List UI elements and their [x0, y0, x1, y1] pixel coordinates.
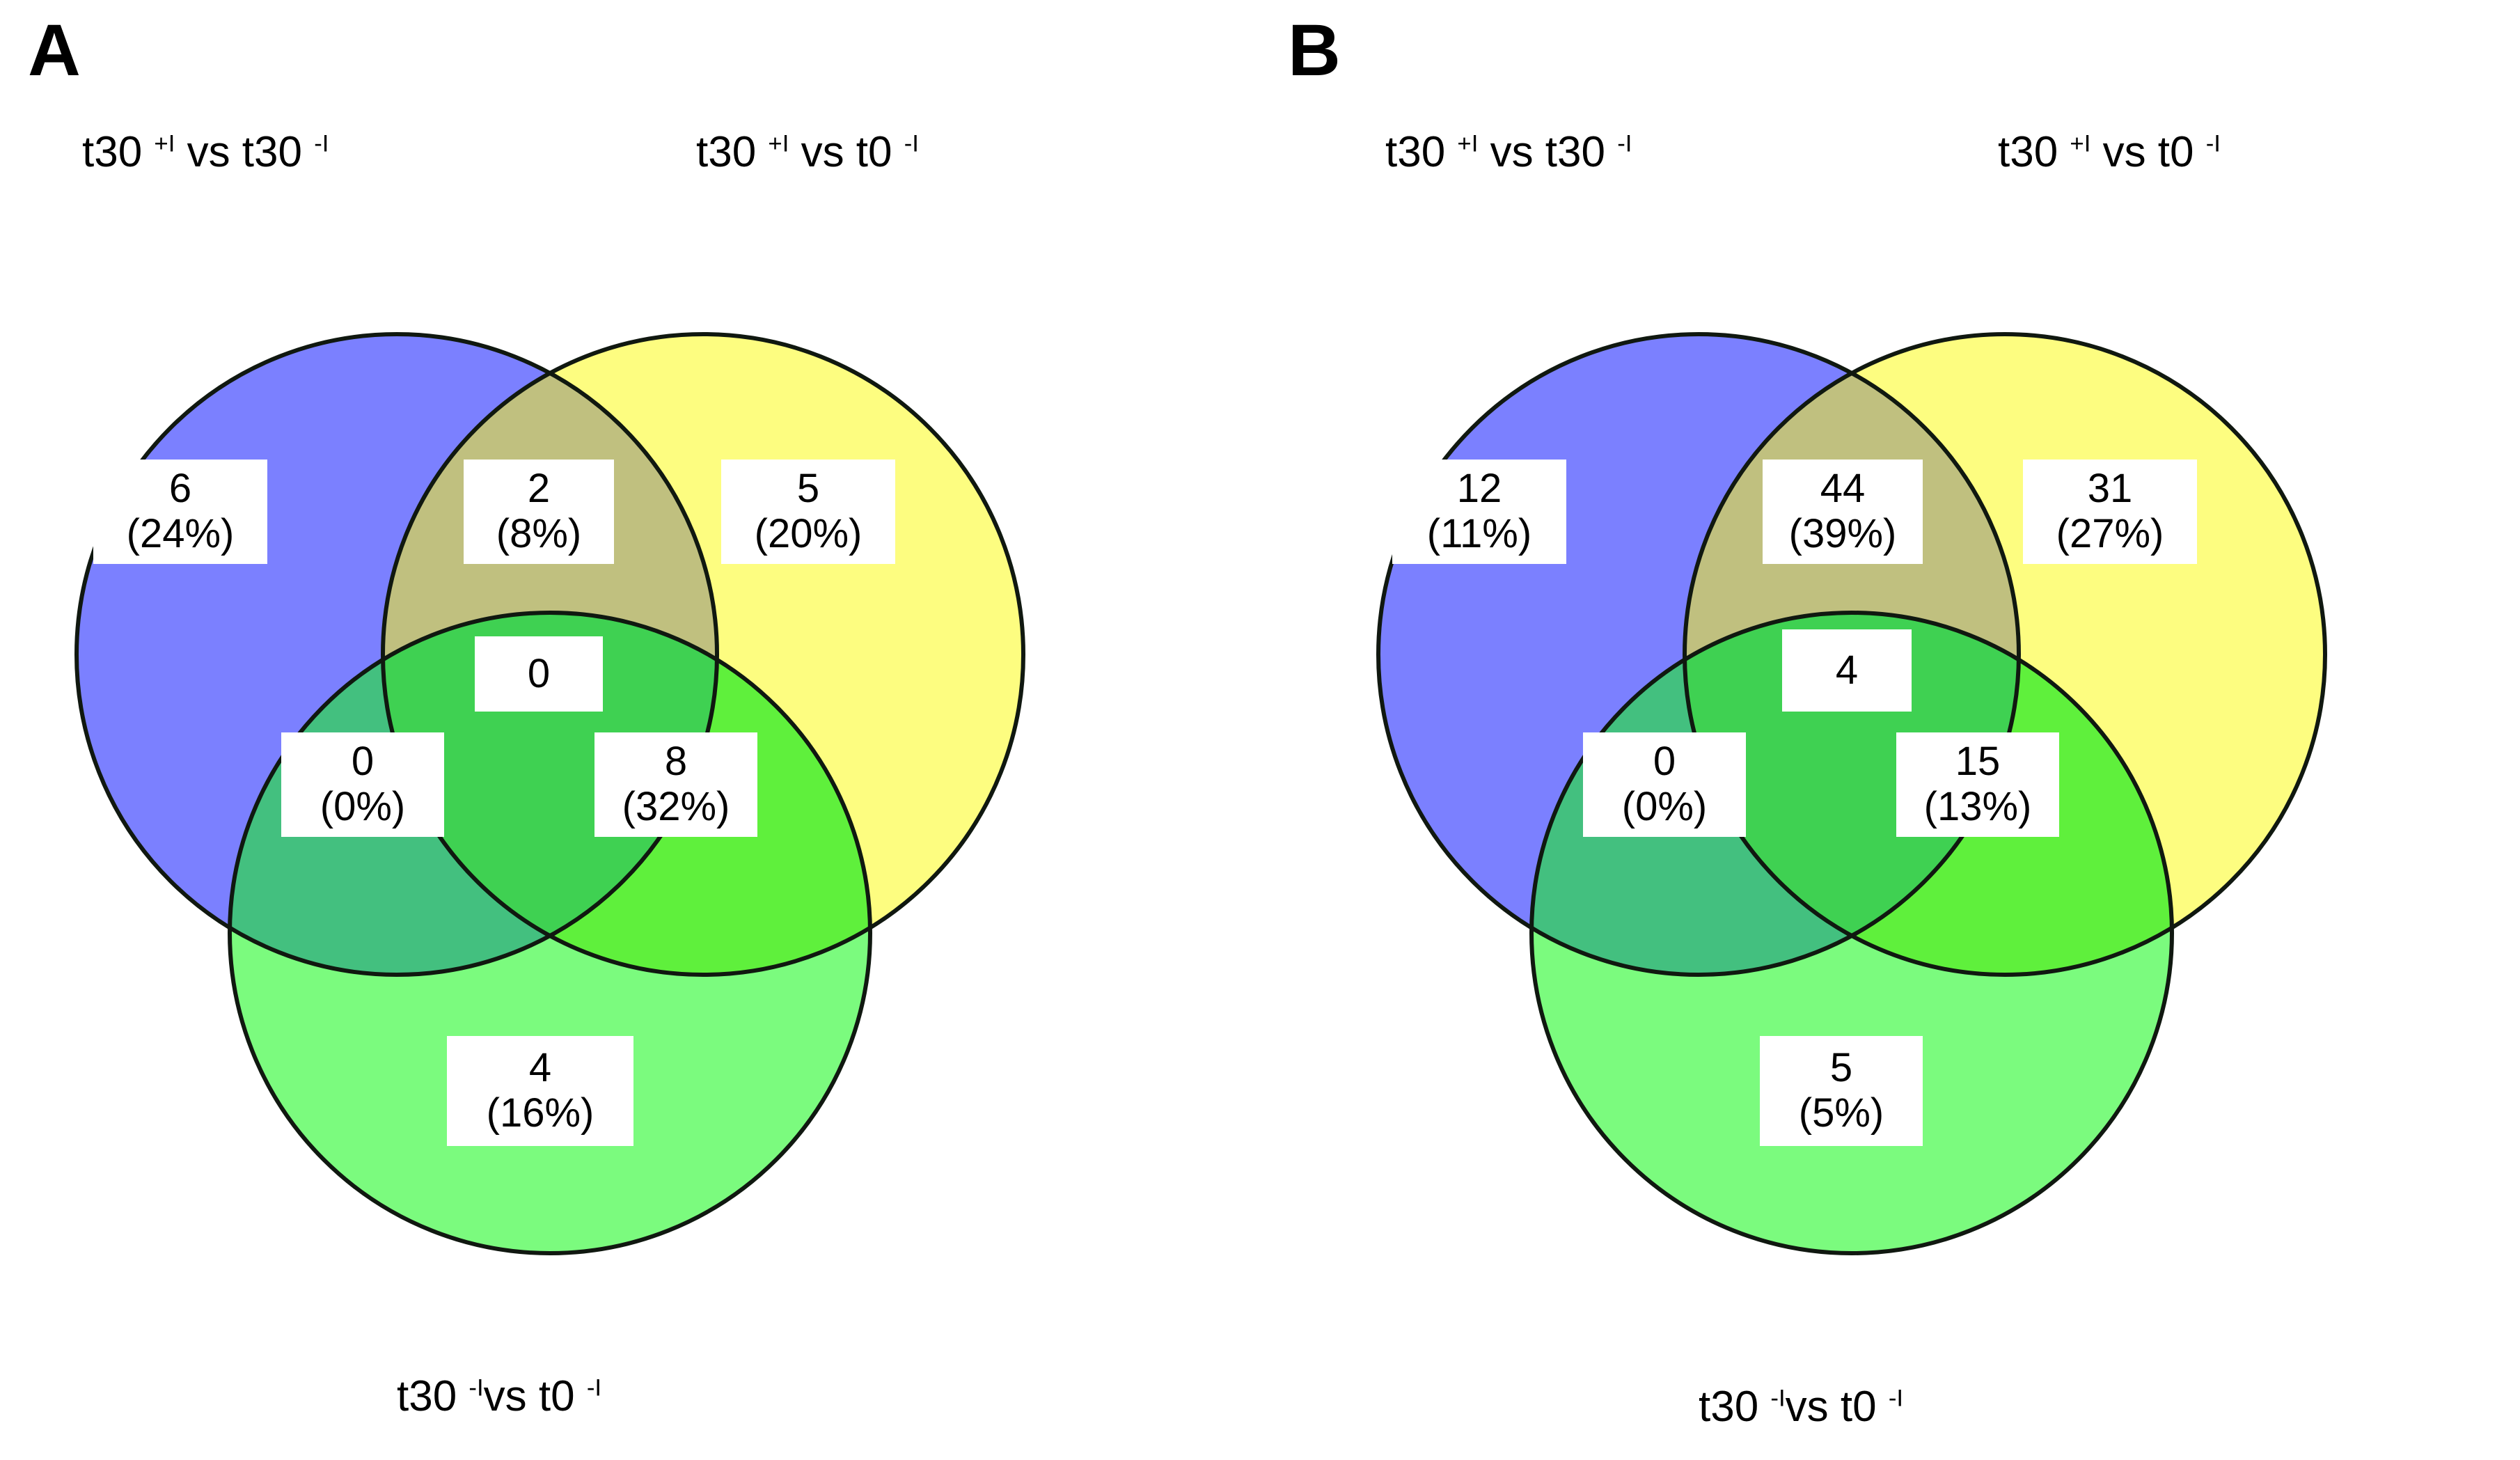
- count-value: 31: [2087, 466, 2133, 512]
- venn-count-green-only-b: 5 (5%): [1760, 1036, 1923, 1146]
- panel-b: B t30 +I vs t30 -I t30 +I vs t0 -I t30 -…: [1260, 0, 2520, 1460]
- venn-count-yellow-green-b: 15 (13%): [1896, 732, 2059, 837]
- count-value: 8: [664, 739, 688, 785]
- count-value: 44: [1820, 466, 1866, 512]
- panel-letter-b: B: [1288, 10, 1341, 91]
- venn-count-blue-only-b: 12 (11%): [1392, 460, 1566, 564]
- venn-diagram-a: 6 (24%) 2 (8%) 5 (20%) 0 0 (0%) 8 (3: [7, 265, 1093, 1351]
- set-title-right-a: t30 +I vs t0 -I: [696, 131, 919, 174]
- set-title-bottom-b-sup2: -I: [1888, 1385, 1904, 1412]
- count-percent: (20%): [754, 511, 863, 556]
- set-title-bottom-b: t30 -Ivs t0 -I: [1699, 1386, 1903, 1429]
- set-title-right-b-prefix: t30: [1998, 128, 2070, 176]
- set-title-right-b-mid: vs t0: [2090, 128, 2206, 176]
- set-title-bottom-a: t30 -Ivs t0 -I: [397, 1375, 601, 1418]
- set-title-bottom-b-mid: vs t0: [1785, 1383, 1889, 1431]
- set-title-right-b: t30 +I vs t0 -I: [1998, 131, 2221, 174]
- venn-count-green-only-a: 4 (16%): [447, 1036, 633, 1146]
- venn-count-blue-yellow-b: 44 (39%): [1763, 460, 1923, 564]
- set-title-left-b-sup1: +I: [1457, 130, 1479, 157]
- set-title-bottom-a-sup1: -I: [468, 1374, 484, 1402]
- set-title-bottom-b-sup1: -I: [1770, 1385, 1786, 1412]
- count-value: 4: [1835, 647, 1859, 693]
- set-title-left-b-prefix: t30: [1385, 128, 1458, 176]
- venn-count-center-b: 4: [1782, 629, 1912, 712]
- venn-count-yellow-green-a: 8 (32%): [594, 732, 757, 837]
- count-percent: (16%): [486, 1090, 594, 1136]
- venn-count-yellow-only-b: 31 (27%): [2023, 460, 2197, 564]
- count-value: 2: [527, 466, 551, 512]
- count-value: 4: [528, 1045, 552, 1091]
- count-percent: (0%): [320, 784, 406, 829]
- venn-diagram-b: 12 (11%) 44 (39%) 31 (27%) 4 0 (0%) 15: [1309, 265, 2395, 1351]
- set-title-left-a-prefix: t30: [82, 128, 155, 176]
- set-title-bottom-a-mid: vs t0: [483, 1372, 587, 1420]
- set-title-left-a-sup2: -I: [314, 130, 329, 157]
- set-title-right-a-mid: vs t0: [789, 128, 904, 176]
- set-title-bottom-a-prefix: t30: [397, 1372, 469, 1420]
- set-title-left-a: t30 +I vs t30 -I: [82, 131, 329, 174]
- count-percent: (39%): [1788, 511, 1897, 556]
- venn-count-center-a: 0: [475, 636, 603, 712]
- count-value: 0: [527, 650, 551, 696]
- count-percent: (13%): [1923, 784, 2032, 829]
- venn-count-blue-green-a: 0 (0%): [281, 732, 444, 837]
- set-title-left-b-sup2: -I: [1617, 130, 1632, 157]
- count-value: 12: [1456, 466, 1502, 512]
- set-title-left-b-mid: vs t30: [1478, 128, 1618, 176]
- panel-letter-a: A: [28, 10, 81, 91]
- count-value: 0: [351, 739, 375, 785]
- set-title-left-a-mid: vs t30: [175, 128, 315, 176]
- count-percent: (27%): [2056, 511, 2164, 556]
- venn-count-blue-yellow-a: 2 (8%): [464, 460, 614, 564]
- venn-count-yellow-only-a: 5 (20%): [721, 460, 895, 564]
- set-title-bottom-a-sup2: -I: [586, 1374, 602, 1402]
- count-percent: (0%): [1621, 784, 1708, 829]
- count-value: 6: [168, 466, 192, 512]
- count-value: 0: [1653, 739, 1676, 785]
- count-percent: (32%): [622, 784, 730, 829]
- count-value: 15: [1955, 739, 2001, 785]
- count-percent: (11%): [1426, 511, 1532, 556]
- venn-count-blue-only-a: 6 (24%): [93, 460, 267, 564]
- set-title-left-b: t30 +I vs t30 -I: [1385, 131, 1632, 174]
- count-value: 5: [796, 466, 820, 512]
- set-title-right-a-sup2: -I: [904, 130, 919, 157]
- set-title-right-b-sup2: -I: [2205, 130, 2221, 157]
- set-title-left-a-sup1: +I: [154, 130, 175, 157]
- panel-a: A t30 +I vs t30 -I t30 +I vs t0 -I t30 -…: [7, 10, 1093, 1418]
- set-title-right-b-sup1: +I: [2070, 130, 2091, 157]
- count-percent: (8%): [496, 511, 582, 556]
- set-title-right-a-sup1: +I: [768, 130, 789, 157]
- count-percent: (5%): [1798, 1090, 1884, 1136]
- count-percent: (24%): [126, 511, 235, 556]
- count-value: 5: [1829, 1045, 1853, 1091]
- venn-count-blue-green-b: 0 (0%): [1583, 732, 1746, 837]
- set-title-bottom-b-prefix: t30: [1699, 1383, 1771, 1431]
- set-title-right-a-prefix: t30: [696, 128, 769, 176]
